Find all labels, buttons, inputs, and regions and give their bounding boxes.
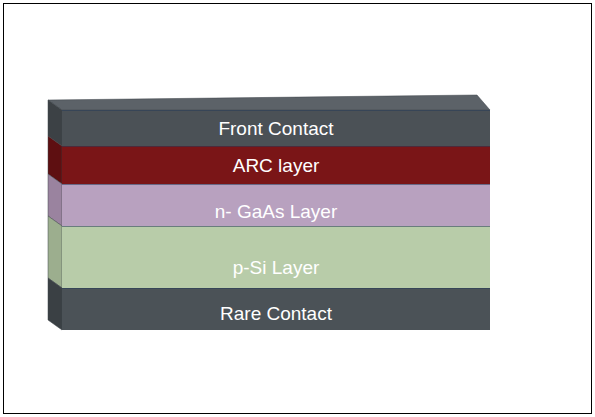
layer-label: Front Contact: [218, 119, 333, 138]
top-face: [48, 95, 490, 110]
layer-band: n- GaAs Layer: [62, 184, 490, 226]
side-faces: [48, 100, 62, 330]
layer-band: Rare Contact: [62, 288, 490, 330]
layer-label: p-Si Layer: [233, 258, 320, 277]
layer-band: p-Si Layer: [62, 226, 490, 288]
layer-band: Front Contact: [62, 110, 490, 146]
layer-band: ARC layer: [62, 146, 490, 184]
layer-label: n- GaAs Layer: [215, 202, 338, 221]
layer-label: ARC layer: [233, 156, 320, 175]
layer-side: [48, 216, 62, 288]
layer-side: [48, 278, 62, 330]
frame: [4, 4, 592, 414]
layer-label: Rare Contact: [220, 304, 332, 323]
